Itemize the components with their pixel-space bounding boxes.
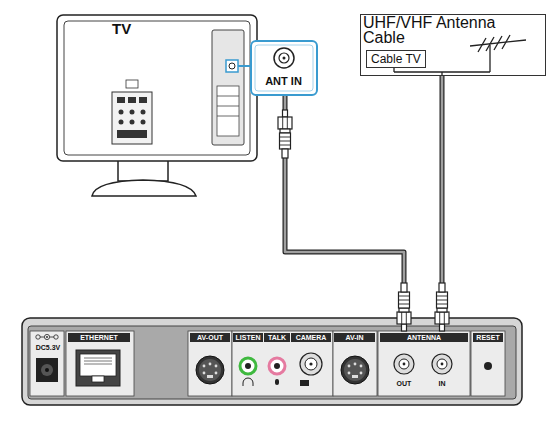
- coax-cable-core: [285, 96, 404, 333]
- port-header: TALK: [264, 333, 290, 342]
- coax-cable: [285, 96, 404, 333]
- tv-box: TV: [57, 15, 257, 161]
- port-label: IN: [426, 379, 458, 388]
- port-header: CAMERA: [291, 333, 331, 342]
- callout-background: [250, 40, 318, 96]
- device-box: DC5.3VETHERNET AV-OUTLISTENTALKCAMERAAV-I…: [22, 318, 522, 405]
- port-header: ETHERNET: [68, 333, 130, 342]
- cable-plugs: [278, 110, 449, 331]
- callout-box: ANT IN: [250, 40, 318, 96]
- leader-line: [238, 65, 250, 67]
- signal-source-box: UHF/VHF Antenna CableCable TV: [360, 14, 546, 76]
- device-illustration: [22, 318, 522, 405]
- port-header: RESET: [473, 333, 503, 342]
- port-label: OUT: [388, 379, 420, 388]
- tv-illustration: [57, 15, 257, 196]
- port-header: ANTENNA: [380, 333, 468, 342]
- power-label: DC5.3V: [30, 343, 66, 352]
- device-label: TV: [112, 20, 156, 38]
- antenna-panel: ANTENNA OUT IN: [378, 333, 470, 395]
- port-label: ANT IN: [252, 74, 315, 88]
- source-label: Cable TV: [367, 51, 425, 67]
- port-header: AV-OUT: [190, 333, 230, 342]
- cable-tv-box: Cable TV: [366, 50, 426, 68]
- port-header: LISTEN: [233, 333, 263, 342]
- port-header: AV-IN: [334, 333, 375, 342]
- source-label: UHF/VHF Antenna Cable: [363, 15, 533, 45]
